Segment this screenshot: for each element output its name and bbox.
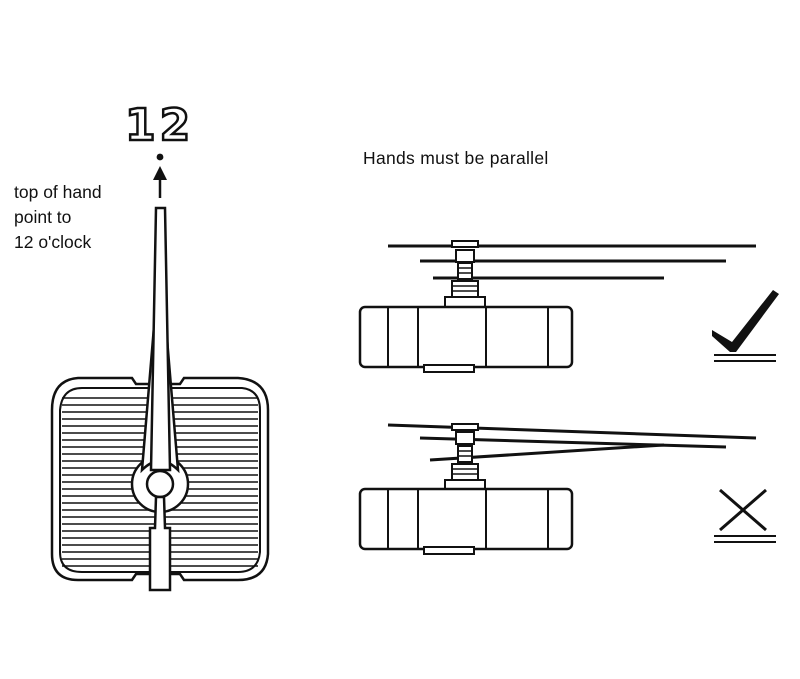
side-movement-body [358,305,574,369]
minute-hand [149,206,172,472]
x-mark-icon [714,488,776,543]
instruction-text: top of hand point to 12 o'clock [14,180,102,255]
instruction-line: 12 o'clock [14,232,92,252]
side-movement-body [358,487,574,551]
side-minute-hand-tilted [387,423,757,440]
arrow-up-icon [153,166,167,198]
second-hand-tail [148,495,172,592]
twelve-dot-marker [156,153,164,161]
twelve-label: 12 [124,100,195,151]
instruction-line: point to [14,207,72,227]
movement-outer-housing [50,376,270,582]
check-mark-icon [712,290,779,362]
parallel-caption: Hands must be parallel [363,148,549,168]
center-shaft [145,469,175,499]
instruction-line: top of hand [14,182,102,202]
side-view-incorrect [358,423,757,555]
side-view-correct [358,240,756,373]
